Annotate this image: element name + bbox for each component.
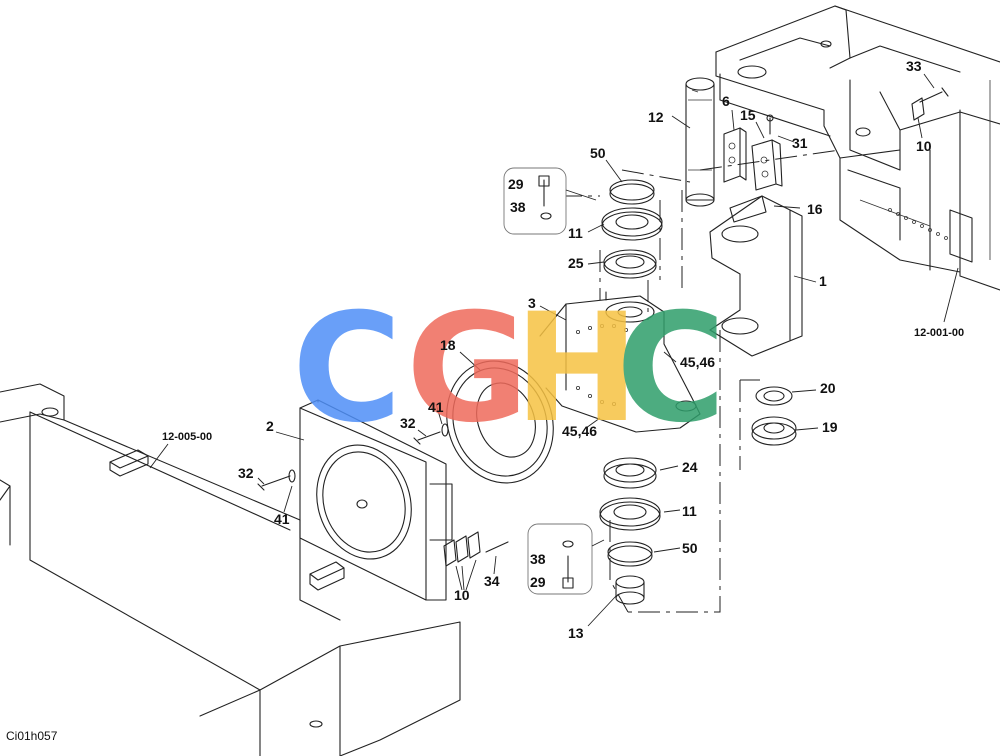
callout-18: 18 bbox=[440, 337, 456, 353]
part-3-knuckle bbox=[539, 291, 701, 433]
callout-3: 3 bbox=[528, 295, 536, 311]
callout-16: 16 bbox=[807, 201, 823, 217]
fastener-inset-upper bbox=[503, 167, 597, 235]
callout-38-lower: 38 bbox=[530, 551, 546, 567]
callout-10-lower: 10 bbox=[454, 587, 470, 603]
callout-24: 24 bbox=[682, 459, 698, 475]
callout-11-upper: 11 bbox=[568, 225, 583, 241]
reference-code-12-005-00: 12-005-00 bbox=[162, 431, 212, 443]
callout-1: 1 bbox=[819, 273, 827, 289]
callout-32-left: 32 bbox=[238, 465, 254, 481]
callout-29-lower: 29 bbox=[530, 574, 546, 590]
callout-20: 20 bbox=[820, 380, 836, 396]
frame-12-001-00 bbox=[715, 5, 1000, 323]
callout-11-lower: 11 bbox=[682, 503, 697, 519]
callout-labels: 1 2 3 6 10 10 11 11 12 13 15 16 18 19 20… bbox=[238, 58, 932, 641]
callout-38-upper: 38 bbox=[510, 199, 526, 215]
parts-19-20-nuts bbox=[751, 386, 819, 446]
fasteners-32-41 bbox=[257, 403, 449, 513]
callout-32-right: 32 bbox=[400, 415, 416, 431]
lower-bearing-stack bbox=[587, 457, 681, 627]
document-id: Ci01h057 bbox=[6, 729, 58, 743]
callout-2: 2 bbox=[266, 418, 274, 434]
callout-12: 12 bbox=[648, 109, 664, 125]
part-1-support-bracket bbox=[709, 195, 817, 357]
callout-29-upper: 29 bbox=[508, 176, 524, 192]
watermark-letter-3: H bbox=[514, 282, 640, 456]
callout-41-left: 41 bbox=[274, 511, 290, 527]
watermark-letter-4: C bbox=[616, 282, 726, 456]
part-6-15-locking-plates bbox=[723, 109, 795, 191]
parts-33-10-upper bbox=[911, 73, 949, 139]
callout-15: 15 bbox=[740, 107, 756, 123]
part-18-slewing-ring bbox=[446, 351, 554, 484]
callout-25: 25 bbox=[568, 255, 584, 271]
assembly-centerlines bbox=[560, 149, 841, 613]
callout-45-46-upper: 45,46 bbox=[680, 354, 715, 370]
watermark-letter-1: C bbox=[292, 282, 402, 456]
reference-code-12-001-00: 12-001-00 bbox=[914, 327, 964, 339]
callout-41-right: 41 bbox=[428, 399, 444, 415]
part-2-mounting-plate bbox=[275, 399, 453, 601]
frame-12-005-00 bbox=[0, 383, 461, 756]
callout-10-upper: 10 bbox=[916, 138, 932, 154]
callout-19: 19 bbox=[822, 419, 838, 435]
watermark-letter-2: G bbox=[406, 282, 529, 456]
callout-50-lower: 50 bbox=[682, 540, 698, 556]
callout-50-upper: 50 bbox=[590, 145, 606, 161]
callout-6: 6 bbox=[722, 93, 730, 109]
watermark: C G H C bbox=[292, 282, 726, 456]
callout-45-46-lower: 45,46 bbox=[562, 423, 597, 439]
part-12-king-pin bbox=[671, 77, 715, 207]
upper-bearing-stack bbox=[587, 159, 663, 279]
callout-34: 34 bbox=[484, 573, 500, 589]
callout-13: 13 bbox=[568, 625, 584, 641]
callout-31: 31 bbox=[792, 135, 808, 151]
fastener-inset-lower bbox=[527, 523, 605, 595]
parts-10-34-lower bbox=[443, 531, 509, 591]
callout-33: 33 bbox=[906, 58, 922, 74]
